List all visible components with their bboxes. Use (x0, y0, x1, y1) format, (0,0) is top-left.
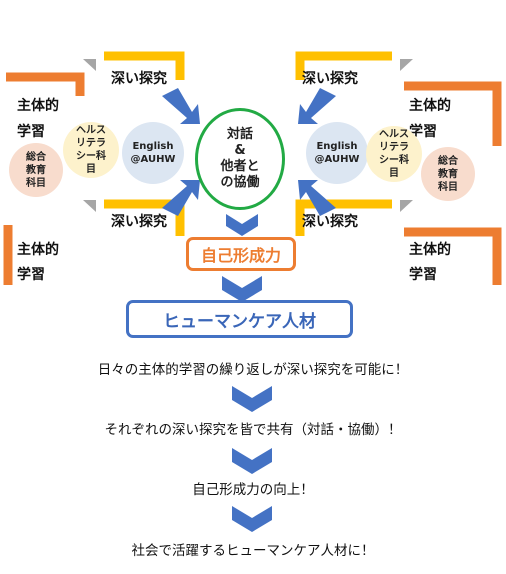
step-text-3: 自己形成力の向上！ (192, 482, 314, 498)
circle-health-left-line: 目 (86, 164, 96, 175)
circle-health-left-line: シー科 (76, 151, 106, 162)
yellow-bracket-tr (295, 51, 392, 80)
circle-english-left-line: English (132, 141, 174, 152)
circle-english-right-line: @AUHW (314, 154, 360, 165)
circle-sogo-right-line: 科目 (438, 181, 458, 193)
step-text-1: 日々の主体的学習の繰り返しが深い探究を可能に！ (97, 362, 409, 378)
center-line: の協働 (220, 175, 260, 190)
circle-health-left: ヘルス リテラ シー科 目 (63, 122, 119, 178)
self-formation-label: 自己形成力 (200, 246, 281, 265)
circle-sogo-left-line: 科目 (26, 177, 46, 189)
center-line: 他者と (220, 159, 260, 174)
yellow-bracket-tl (104, 51, 185, 80)
circle-english-left: English @AUHW (122, 122, 184, 184)
circle-sogo-left: 総合 教育 科目 (9, 143, 63, 197)
chevron-center-down (226, 214, 258, 236)
arrow-tl (162, 88, 200, 124)
circle-dialogue-collaboration: 対話 & 他者と の協働 (195, 108, 285, 210)
self-formation-box: 自己形成力 (186, 237, 296, 271)
yellow-bracket-br (295, 199, 392, 236)
circle-sogo-left-line: 教育 (26, 164, 46, 176)
corner-triangle-tr (400, 59, 413, 71)
center-line: & (234, 143, 246, 158)
study-label-br-1: 主体的 (409, 242, 451, 258)
study-label-tl-2: 学習 (17, 124, 45, 140)
arrow-bl (162, 180, 200, 216)
human-care-label: ヒューマンケア人材 (163, 311, 316, 332)
inquiry-label-br: 深い探究 (302, 214, 358, 230)
inquiry-label-tl: 深い探究 (111, 71, 167, 87)
inquiry-label-bl: 深い探究 (111, 214, 167, 230)
circle-health-right-line: 目 (389, 168, 399, 179)
inquiry-label-tr: 深い探究 (302, 71, 358, 87)
circle-english-right-line: English (316, 141, 358, 152)
corner-triangle-tl (83, 59, 96, 71)
chevron-step3-down (232, 506, 272, 532)
circle-english-left-line: @AUHW (130, 154, 176, 165)
chevron-step1-down (232, 386, 272, 412)
study-label-tl-1: 主体的 (17, 98, 59, 114)
circle-health-left-line: リテラ (76, 138, 106, 149)
study-label-bl-2: 学習 (17, 267, 45, 283)
circle-health-left-line: ヘルス (76, 125, 106, 136)
study-label-tr-1: 主体的 (409, 98, 451, 114)
chevron-step2-down (232, 448, 272, 474)
chevron-self-down (222, 276, 262, 302)
step-text-4: 社会で活躍するヒューマンケア人材に！ (131, 543, 375, 559)
arrow-tr (298, 88, 336, 124)
circle-sogo-right-line: 教育 (438, 168, 458, 180)
orange-bracket-br (404, 227, 502, 285)
orange-bracket-tr (404, 81, 502, 146)
center-line: 対話 (226, 127, 253, 142)
circle-health-right-line: リテラ (379, 142, 409, 153)
circle-sogo-right-line: 総合 (438, 155, 458, 167)
circle-english-right: English @AUHW (306, 122, 368, 184)
study-label-br-2: 学習 (409, 267, 437, 283)
corner-triangle-bl (83, 200, 96, 212)
step-text-2: それぞれの深い探究を皆で共有（対話・協働）！ (104, 422, 402, 438)
corner-triangle-br (400, 200, 413, 212)
study-label-bl-1: 主体的 (17, 242, 59, 258)
circle-sogo-right: 総合 教育 科目 (421, 147, 475, 201)
circle-sogo-left-line: 総合 (26, 151, 46, 163)
circle-health-right-line: シー科 (379, 155, 409, 166)
arrow-br (298, 180, 336, 216)
orange-bracket-tl (6, 72, 85, 96)
circle-health-right: ヘルス リテラ シー科 目 (366, 126, 422, 182)
human-care-box: ヒューマンケア人材 (126, 300, 353, 338)
circle-health-right-line: ヘルス (379, 129, 409, 140)
